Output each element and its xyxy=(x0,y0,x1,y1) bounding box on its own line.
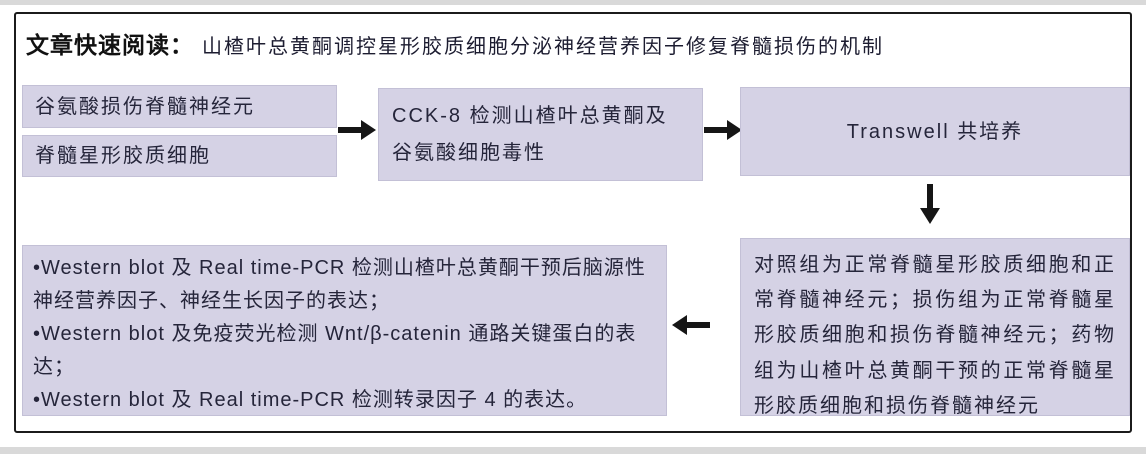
bottom-edge-strip xyxy=(0,447,1146,454)
figure-title: 文章快速阅读： 山楂叶总黄酮调控星形胶质细胞分泌神经营养因子修复脊髓损伤的机制 xyxy=(26,26,1116,60)
box-transwell: Transwell 共培养 xyxy=(740,87,1130,176)
box-astrocytes: 脊髓星形胶质细胞 xyxy=(22,135,337,177)
box-glutamate-injury: 谷氨酸损伤脊髓神经元 xyxy=(22,85,337,128)
arrow-right-icon xyxy=(704,118,742,142)
box-astrocytes-text: 脊髓星形胶质细胞 xyxy=(35,145,211,167)
box-transwell-text: Transwell 共培养 xyxy=(846,120,1024,143)
box-experimental-groups-text: 对照组为正常脊髓星形胶质细胞和正常脊髓神经元；损伤组为正常脊髓星形胶质细胞和损伤… xyxy=(754,254,1116,417)
title-text: 山楂叶总黄酮调控星形胶质细胞分泌神经营养因子修复脊髓损伤的机制 xyxy=(202,36,884,58)
title-label: 文章快速阅读： xyxy=(26,32,194,58)
box-glutamate-injury-text: 谷氨酸损伤脊髓神经元 xyxy=(35,95,255,118)
box-experimental-groups: 对照组为正常脊髓星形胶质细胞和正常脊髓神经元；损伤组为正常脊髓星形胶质细胞和损伤… xyxy=(740,238,1130,417)
arrow-down-icon xyxy=(917,184,943,224)
box-detection-methods: •Western blot 及 Real time-PCR 检测山楂叶总黄酮干预… xyxy=(22,245,667,416)
arrow-right-icon xyxy=(338,118,376,142)
arrow-left-icon xyxy=(672,313,710,337)
box-cck8: CCK-8 检测山楂叶总黄酮及谷氨酸细胞毒性 xyxy=(378,88,703,181)
detection-item: •Western blot 及 Real time-PCR 检测山楂叶总黄酮干预… xyxy=(33,257,646,312)
detection-item: •Western blot 及免疫荧光检测 Wnt/β-catenin 通路关键… xyxy=(33,323,637,378)
top-edge-strip xyxy=(0,0,1146,5)
box-cck8-text: CCK-8 检测山楂叶总黄酮及谷氨酸细胞毒性 xyxy=(392,105,668,164)
detection-item: •Western blot 及 Real time-PCR 检测转录因子 4 的… xyxy=(33,389,588,411)
